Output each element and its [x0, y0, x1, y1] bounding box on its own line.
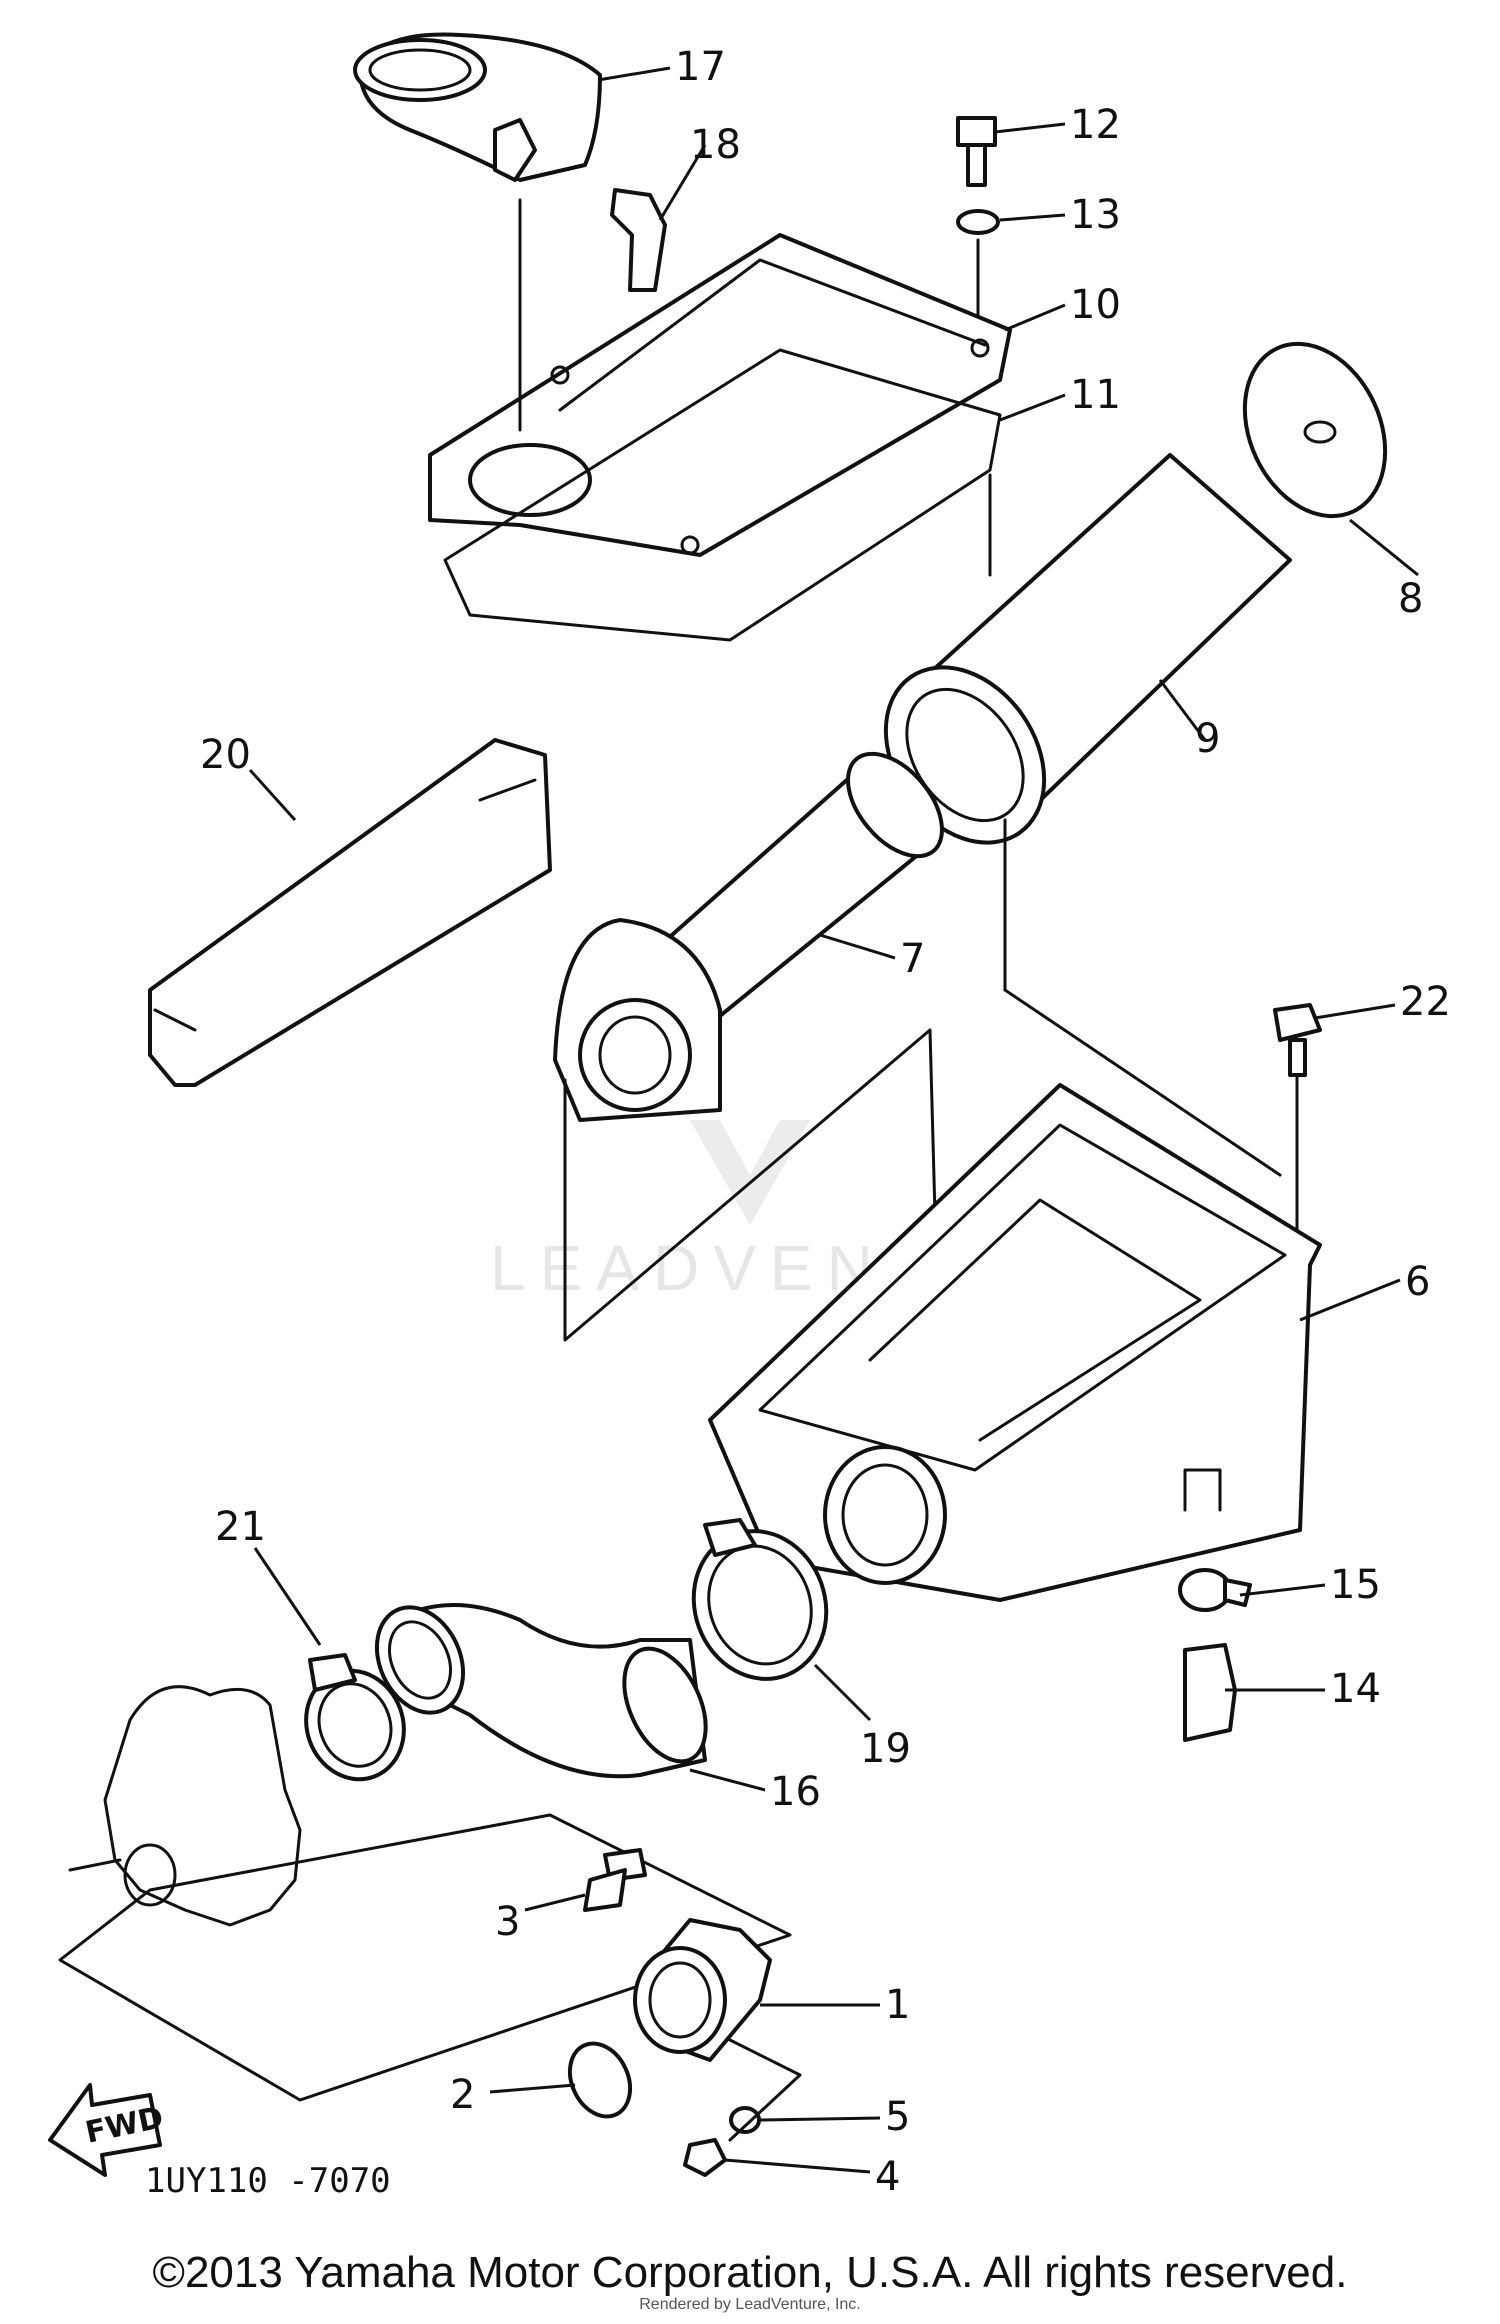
o-ring-part	[567, 2041, 633, 2119]
callout-13: 13	[1070, 192, 1121, 238]
rendered-by-note: Rendered by LeadVenture, Inc.	[639, 2296, 861, 2313]
diagram-code: 1UY110 -7070	[145, 2161, 391, 2201]
callout-18: 18	[690, 122, 741, 168]
callout-19: 19	[860, 1726, 911, 1772]
end-cap-part	[1242, 341, 1388, 519]
callout-11: 11	[1070, 372, 1121, 418]
washer-part	[956, 209, 1000, 235]
drain-tube-part	[1183, 1643, 1237, 1742]
callout-6: 6	[1405, 1259, 1430, 1305]
elbow-fitting-part	[610, 188, 667, 292]
callout-3: 3	[495, 1899, 520, 1945]
bolt-part	[1273, 1003, 1322, 1077]
nut-part	[683, 2138, 727, 2177]
callout-4: 4	[875, 2154, 900, 2200]
leader-lines	[248, 66, 1419, 2174]
screw-part	[956, 116, 997, 187]
callout-8: 8	[1398, 576, 1423, 622]
callout-12: 12	[1070, 102, 1121, 148]
callout-17: 17	[675, 44, 726, 90]
callout-7: 7	[900, 936, 925, 982]
airbox-case-part	[708, 1083, 1322, 1602]
airbox-lid-part	[428, 233, 1012, 557]
callout-20: 20	[200, 732, 251, 778]
callout-15: 15	[1330, 1562, 1381, 1608]
side-panel-part	[148, 738, 552, 1087]
hose-clamp-part	[691, 1518, 829, 1681]
callout-16: 16	[770, 1769, 821, 1815]
callout-22: 22	[1400, 979, 1451, 1025]
intake-tube-part	[553, 751, 944, 1122]
spring-washer-part	[729, 2106, 761, 2134]
callout-numbers: 17 18 12 13 10 11 8 9 20 7 22 6 21 15 14…	[200, 44, 1451, 2200]
forward-direction-arrow: FWD	[48, 2083, 166, 2177]
callout-21: 21	[215, 1504, 266, 1550]
callout-10: 10	[1070, 282, 1121, 328]
callout-14: 14	[1330, 1666, 1381, 1712]
callout-2: 2	[450, 2072, 475, 2118]
duct-cover-part	[353, 32, 602, 182]
carburetor-outline	[68, 1685, 302, 1927]
copyright-notice: ©2013 Yamaha Motor Corporation, U.S.A. A…	[152, 2248, 1348, 2297]
intake-joint-part	[374, 1603, 708, 1779]
manifold-bolt-part	[583, 1848, 647, 1912]
small-clamp-part	[1178, 1568, 1252, 1612]
clamp-part	[304, 1653, 406, 1782]
callout-5: 5	[885, 2094, 910, 2140]
lid-gasket-part	[443, 348, 1002, 642]
callout-1: 1	[885, 1982, 910, 2028]
intake-manifold-part	[633, 1918, 772, 2062]
callout-9: 9	[1195, 716, 1220, 762]
